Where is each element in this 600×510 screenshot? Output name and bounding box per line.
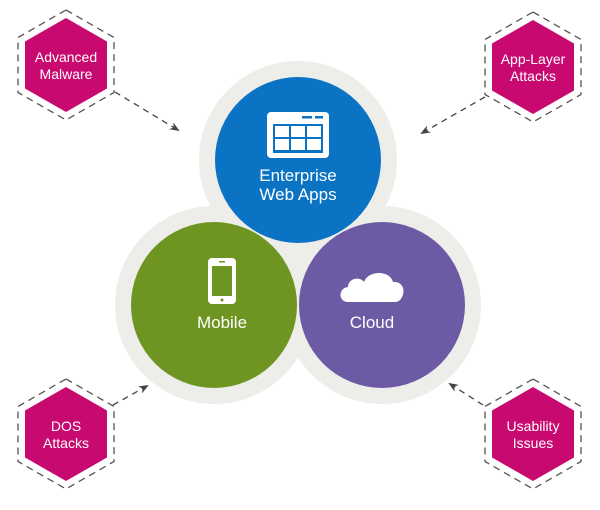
cloud-circle <box>299 222 465 388</box>
web-app-window-icon <box>267 112 329 158</box>
mobile-circle <box>131 222 297 388</box>
hexagon-fill <box>492 387 574 481</box>
arrow-app-layer-attacks <box>420 96 486 134</box>
enterprise-label-line2: Web Apps <box>259 185 336 204</box>
threat-label-line1: DOS <box>51 418 81 434</box>
mobile-label: Mobile <box>197 313 247 332</box>
threat-label-line2: Attacks <box>510 68 556 84</box>
threat-label-line1: App-Layer <box>501 51 566 67</box>
enterprise-web-apps-circle <box>215 77 381 243</box>
threat-label-line2: Malware <box>40 66 93 82</box>
cloud-icon <box>340 273 404 302</box>
arrow-advanced-malware <box>114 91 180 132</box>
hexagon-fill <box>25 18 107 112</box>
arrow-usability-issues <box>448 382 484 406</box>
smartphone-icon <box>208 258 236 304</box>
threat-hexagon-advanced-malware: Advanced Malware <box>17 9 115 121</box>
threat-label-line2: Issues <box>513 435 553 451</box>
hexagon-fill <box>492 20 574 114</box>
threat-label-line1: Advanced <box>35 49 97 65</box>
arrow-dos-attacks <box>112 385 149 406</box>
cloud-label: Cloud <box>350 313 394 332</box>
threat-hexagon-app-layer-attacks: App-Layer Attacks <box>484 11 582 123</box>
threat-label-line1: Usability <box>507 418 560 434</box>
hexagon-fill <box>25 387 107 481</box>
threat-hexagon-usability-issues: Usability Issues <box>484 378 582 490</box>
threat-label-line2: Attacks <box>43 435 89 451</box>
threat-hexagon-dos-attacks: DOS Attacks <box>17 378 115 490</box>
enterprise-label-line1: Enterprise <box>259 166 336 185</box>
